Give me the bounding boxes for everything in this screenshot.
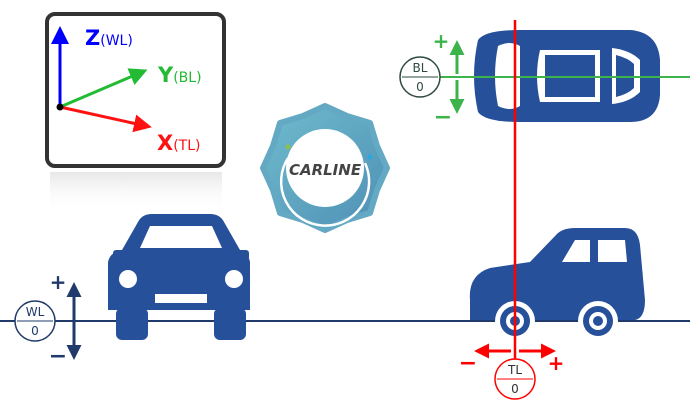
y-axis-label: Y(BL) — [157, 63, 202, 87]
wl-label: WL — [26, 305, 45, 319]
coordinate-axes-box: Z(WL) Y(BL) X(TL) — [45, 12, 226, 212]
x-axis-arrow — [59, 105, 152, 133]
wl-marker: WL 0 + − — [14, 270, 82, 369]
car-front-view — [108, 214, 250, 340]
logo-text: CARLINE — [289, 161, 362, 179]
x-axis-label: X(TL) — [157, 131, 200, 155]
wl-value: 0 — [31, 324, 39, 338]
origin-dot — [56, 103, 64, 111]
bl-value: 0 — [416, 80, 424, 94]
wl-plus: + — [50, 270, 67, 294]
wl-minus: − — [49, 344, 67, 369]
tl-label: TL — [507, 363, 522, 377]
tl-value: 0 — [511, 382, 519, 396]
tl-plus: + — [548, 351, 565, 375]
bl-marker: BL 0 + − — [399, 29, 465, 130]
bl-label: BL — [413, 61, 428, 75]
tl-marker: TL 0 − + — [459, 343, 565, 400]
car-side-view — [469, 228, 645, 341]
bl-minus: − — [434, 105, 452, 130]
bl-plus: + — [433, 29, 450, 53]
y-axis-arrow — [59, 68, 148, 109]
carline-logo: CARLINE — [260, 103, 390, 233]
tl-minus: − — [459, 351, 477, 376]
z-axis-label: Z(WL) — [85, 26, 133, 50]
